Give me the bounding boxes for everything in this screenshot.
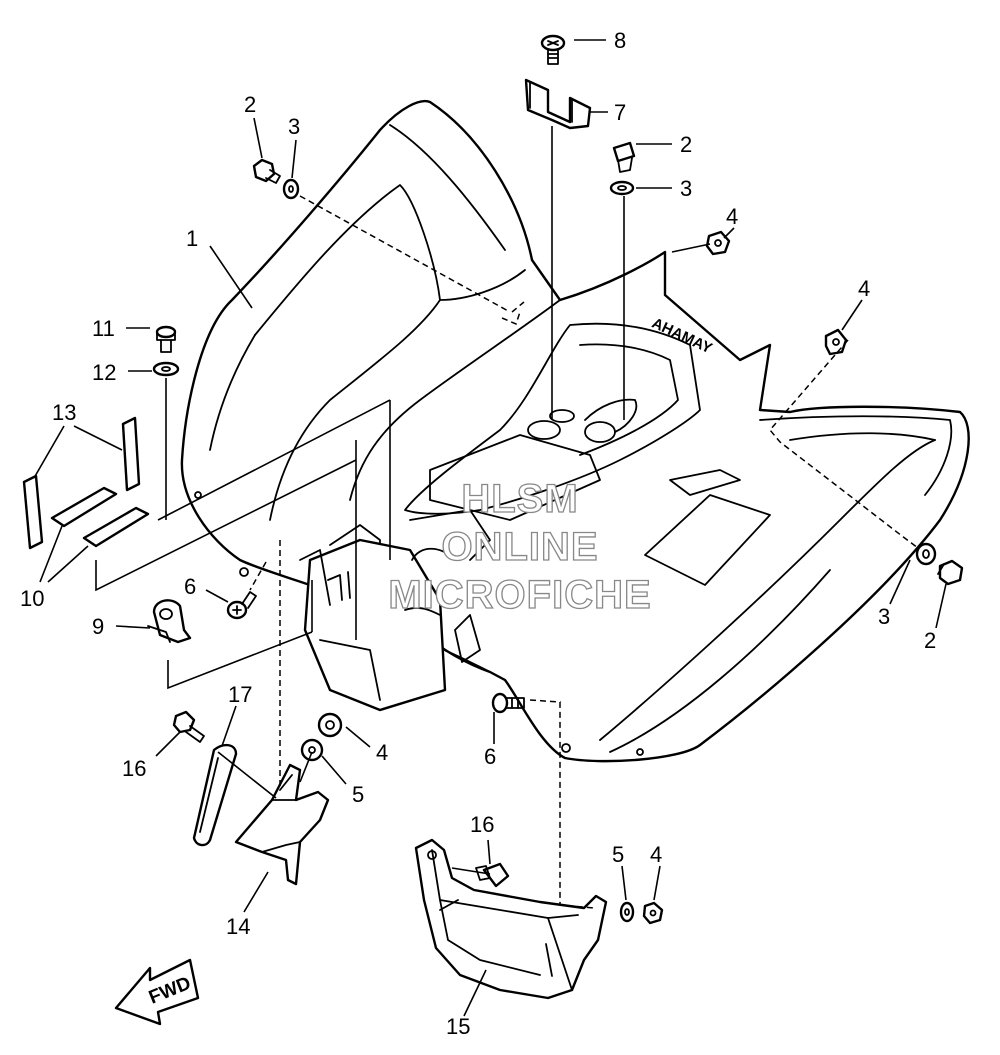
callout-9: 9: [92, 614, 104, 639]
callout-3-right: 3: [878, 604, 890, 629]
callout-12: 12: [92, 360, 116, 385]
callout-4-top: 4: [726, 204, 738, 229]
damper-10-upper: [50, 486, 118, 528]
callout-4-right: 4: [858, 276, 870, 301]
nut-4-lower-right: [642, 901, 664, 925]
callout-15: 15: [446, 1014, 470, 1039]
damper-10-lower: [82, 506, 150, 548]
bolt-11: [155, 325, 177, 353]
washer-5-left: [300, 738, 324, 762]
assembly-lines: [95, 126, 919, 909]
callout-16-right: 16: [470, 812, 494, 837]
callout-11: 11: [92, 316, 115, 341]
bolt-2-top-right: [612, 141, 636, 173]
damper-13-lower: [22, 474, 44, 550]
fwd-arrow-icon: FWD: [114, 958, 200, 1026]
callout-3-top-right: 3: [680, 176, 692, 201]
callout-8: 8: [614, 28, 626, 53]
nut-4-right: [824, 328, 848, 356]
clip-9: [147, 599, 192, 644]
callout-5-right: 5: [612, 842, 624, 867]
clamp: [524, 78, 592, 130]
callout-2-left: 2: [244, 92, 256, 117]
bolt-16-left: [172, 710, 205, 743]
washer-5-right: [619, 901, 635, 923]
callout-4-lower-left: 4: [376, 740, 388, 765]
band-17: [192, 743, 238, 847]
callout-17: 17: [228, 682, 252, 707]
rear-fender: YAMAHA: [180, 99, 970, 763]
mud-guard-15: [414, 838, 608, 1000]
bracket-14: [234, 763, 330, 886]
screw-6-right: [491, 692, 525, 714]
nut-4-top: [705, 230, 731, 256]
bolt-16-right: [475, 862, 510, 888]
callout-13: 13: [52, 400, 76, 425]
callout-14: 14: [226, 914, 250, 939]
callout-7: 7: [614, 100, 626, 125]
watermark-line-2: ONLINE: [441, 525, 598, 569]
watermark-line-3: MICROFICHE: [388, 573, 651, 617]
callout-5-left: 5: [352, 782, 364, 807]
callout-labels: 1 2 3 8 7 2 3 4 4 11 12 13 10 6 9 17 16 …: [20, 28, 936, 1039]
screw-6-left: [226, 591, 257, 620]
callout-6-left: 6: [184, 574, 196, 599]
nut-4-lower-left: [317, 712, 343, 738]
callout-leaders: [33, 39, 947, 1017]
washer-3-left: [282, 178, 300, 200]
watermark-line-1: HLSM: [461, 477, 578, 521]
washer-3-right: [915, 542, 937, 566]
callout-2-top-right: 2: [680, 132, 692, 157]
callout-16-left: 16: [122, 756, 146, 781]
callout-10: 10: [20, 586, 44, 611]
bolt-2-right: [937, 559, 964, 586]
callout-6-right: 6: [484, 744, 496, 769]
callout-3-left: 3: [288, 114, 300, 139]
screw-8: [540, 34, 566, 65]
washer-12: [152, 361, 180, 377]
damper-13-upper: [121, 416, 141, 492]
bolt-2-left: [252, 158, 281, 184]
callout-2-right: 2: [924, 628, 936, 653]
callout-1: 1: [186, 226, 198, 251]
callout-4-lower-right: 4: [650, 842, 662, 867]
tool-box: [299, 538, 456, 712]
washer-3-top-right: [609, 180, 635, 196]
watermark: HLSM ONLINE MICROFICHE: [388, 476, 652, 617]
